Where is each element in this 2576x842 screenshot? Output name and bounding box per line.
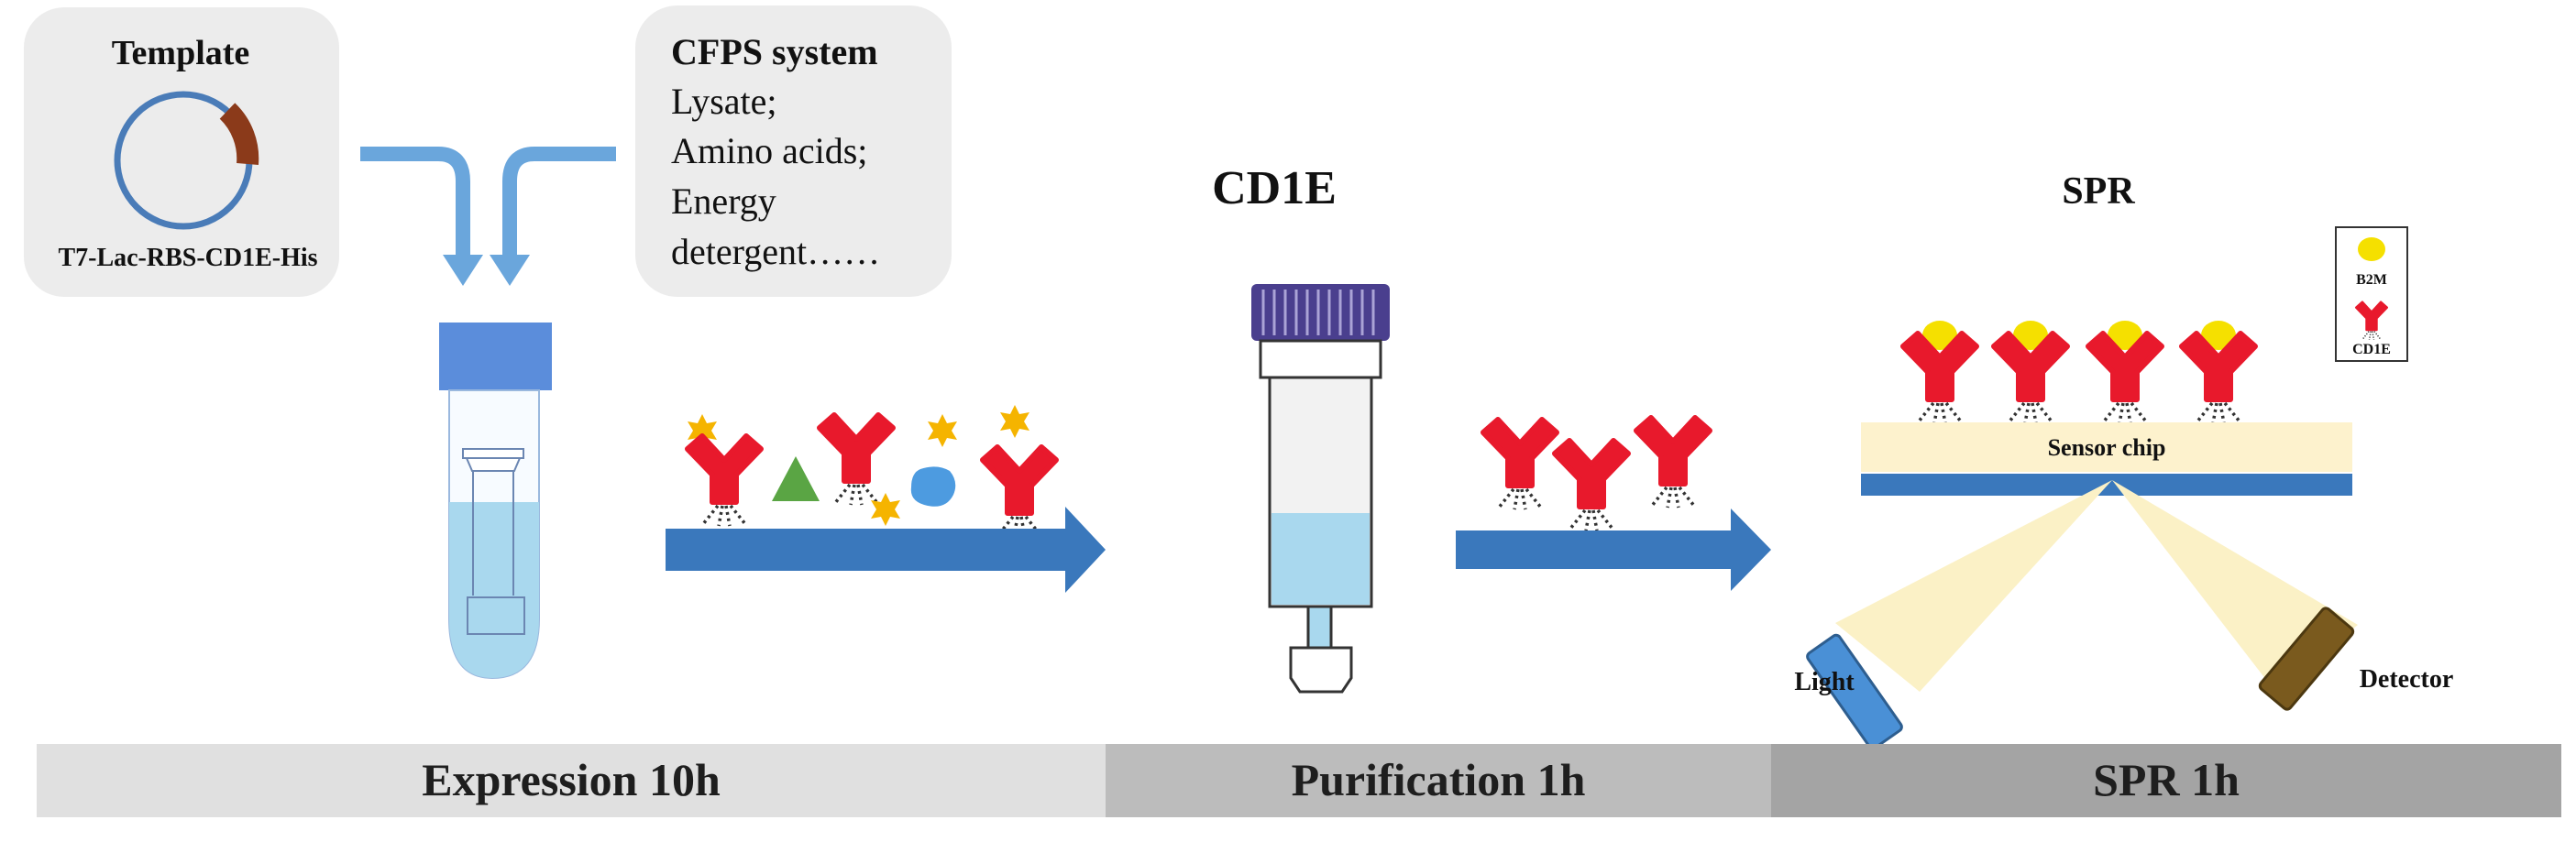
sensor-chip-label: Sensor chip: [2048, 434, 2166, 461]
cd1e-antibody-icon: [1636, 418, 1710, 508]
impurity-star-icon: [1000, 405, 1029, 438]
b2m-icon: [2013, 321, 2048, 350]
b2m-icon: [2201, 321, 2236, 350]
spr-title: SPR: [2062, 170, 2135, 213]
impurity-star-icon: [928, 414, 957, 447]
plasmid-label: T7-Lac-RBS-CD1E-His: [58, 244, 317, 272]
impurity-triangle-icon: [772, 456, 820, 501]
cd1e-antibody-icon: [688, 436, 761, 526]
reaction-tube-icon: [439, 323, 552, 680]
cfps-title: CFPS system: [671, 31, 878, 72]
stage-purification: [1106, 744, 1771, 817]
merge-arrows: [360, 147, 616, 286]
expression-mixture: [688, 405, 1056, 537]
stage-bar: Expression 10h Purification 1h SPR 1h: [37, 744, 2561, 817]
flow-arrow: [666, 507, 1106, 593]
b2m-icon: [2108, 321, 2142, 350]
plasmid-icon: [114, 91, 259, 230]
detector-icon: [2258, 607, 2355, 711]
cd1e-antibody-icon: [983, 447, 1056, 537]
cfps-line: Amino acids;: [671, 130, 867, 171]
spr-legend: B2M CD1E: [2335, 226, 2408, 362]
stage-label: SPR 1h: [2093, 754, 2240, 805]
legend-cd1e-label: CD1E: [2352, 342, 2391, 357]
purification-column-icon: [1251, 284, 1390, 694]
impurity-star-icon: [871, 493, 900, 526]
cfps-line: Lysate;: [671, 81, 777, 122]
b2m-icon: [1922, 321, 1957, 350]
detector-label: Detector: [2360, 665, 2454, 694]
stage-label: Expression 10h: [422, 754, 721, 805]
cfps-line: detergent……: [671, 231, 880, 272]
light-source-icon: [1806, 633, 1903, 750]
stage-spr: [1771, 744, 2561, 817]
b2m-icon: [2358, 237, 2385, 261]
template-title: Template: [112, 34, 250, 72]
legend-b2m-label: B2M: [2356, 272, 2387, 288]
stage-expression: [37, 744, 1106, 817]
light-beam: [1835, 480, 2112, 692]
bound-complexes: [1903, 321, 2255, 423]
purification-title: CD1E: [1212, 162, 1337, 214]
cfps-box: CFPS system Lysate; Amino acids; Energy …: [635, 5, 952, 297]
flow-arrow: [1456, 508, 1771, 591]
sensor-chip: Sensor chip: [1861, 422, 2352, 496]
template-box: Template T7-Lac-RBS-CD1E-His: [24, 7, 339, 297]
light-label: Light: [1794, 668, 1855, 696]
cfps-line: Energy: [671, 180, 776, 222]
cd1e-antibody-icon: [1555, 441, 1628, 530]
stage-label: Purification 1h: [1292, 754, 1586, 805]
purified-cd1e: [1483, 418, 1710, 530]
impurity-blob-icon: [910, 466, 956, 507]
cd1e-antibody-icon: [820, 415, 893, 505]
cd1e-antibody-icon: [1483, 420, 1557, 509]
